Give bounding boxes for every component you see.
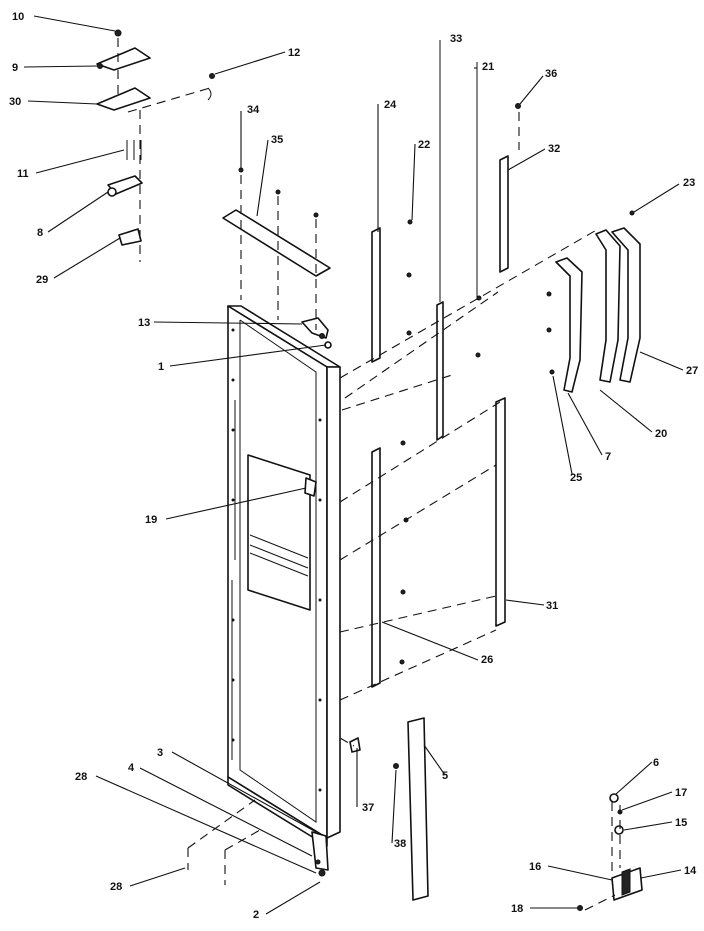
callout-36: 35 xyxy=(271,134,283,146)
screws-37-38 xyxy=(349,737,399,769)
callout-24: 24 xyxy=(384,99,397,111)
leader-lines xyxy=(23,15,684,915)
top-hinge-assembly xyxy=(96,29,215,262)
door-strip-34 xyxy=(436,40,481,441)
callout-5: 5 xyxy=(442,770,448,782)
callout-33: 32 xyxy=(548,143,560,155)
assembly-centerlines xyxy=(187,227,601,885)
trim-strip-21 xyxy=(476,62,521,301)
callout-11: 11 xyxy=(17,168,29,180)
callout-13: 13 xyxy=(138,317,150,329)
callout-6: 6 xyxy=(653,757,659,769)
callout-37: 37 xyxy=(362,802,374,814)
top-trim-bracket xyxy=(222,167,331,330)
callout-20: 20 xyxy=(655,428,667,440)
bottom-hinge-assembly xyxy=(577,793,643,911)
callout-28-lower: 28 xyxy=(110,881,122,893)
callout-26: 26 xyxy=(481,654,493,666)
callout-16: 16 xyxy=(529,861,541,873)
callout-2: 2 xyxy=(253,909,259,921)
callout-28-upper: 28 xyxy=(75,771,87,783)
callout-30: 29 xyxy=(36,274,48,286)
callout-34: 33 xyxy=(450,33,462,45)
callout-27: 27 xyxy=(686,365,698,377)
trim-strip-lower xyxy=(371,397,506,688)
callout-19: 19 xyxy=(145,514,157,526)
callout-35: 34 xyxy=(247,104,260,116)
callout-8: 8 xyxy=(37,227,43,239)
strip-5 xyxy=(407,717,429,901)
callout-23: 23 xyxy=(683,177,695,189)
callout-32: 31 xyxy=(546,600,558,612)
handle-assembly xyxy=(546,210,641,393)
callout-3: 3 xyxy=(157,747,163,759)
callout-21: 21 xyxy=(482,61,494,73)
callout-29: 36 xyxy=(545,68,557,80)
callout-10: 10 xyxy=(12,11,24,23)
callout-38: 38 xyxy=(394,838,406,850)
callout-14: 14 xyxy=(684,865,697,877)
callout-12: 12 xyxy=(288,47,300,59)
callout-25: 25 xyxy=(570,472,582,484)
callout-31: 30 xyxy=(9,96,21,108)
callout-7: 7 xyxy=(605,451,611,463)
callout-9: 9 xyxy=(12,62,18,74)
callout-labels: 10 9 30 11 8 29 12 34 35 24 22 33 21 36 … xyxy=(9,11,698,921)
trim-strip-upper xyxy=(371,219,413,363)
callout-15: 15 xyxy=(675,817,687,829)
panel-screw-holes xyxy=(231,328,322,792)
callout-22: 22 xyxy=(418,139,430,151)
callout-1: 1 xyxy=(158,361,164,373)
door-panel xyxy=(227,305,341,877)
callout-4: 4 xyxy=(128,762,135,774)
callout-17: 17 xyxy=(675,787,687,799)
callout-18: 18 xyxy=(511,903,523,915)
